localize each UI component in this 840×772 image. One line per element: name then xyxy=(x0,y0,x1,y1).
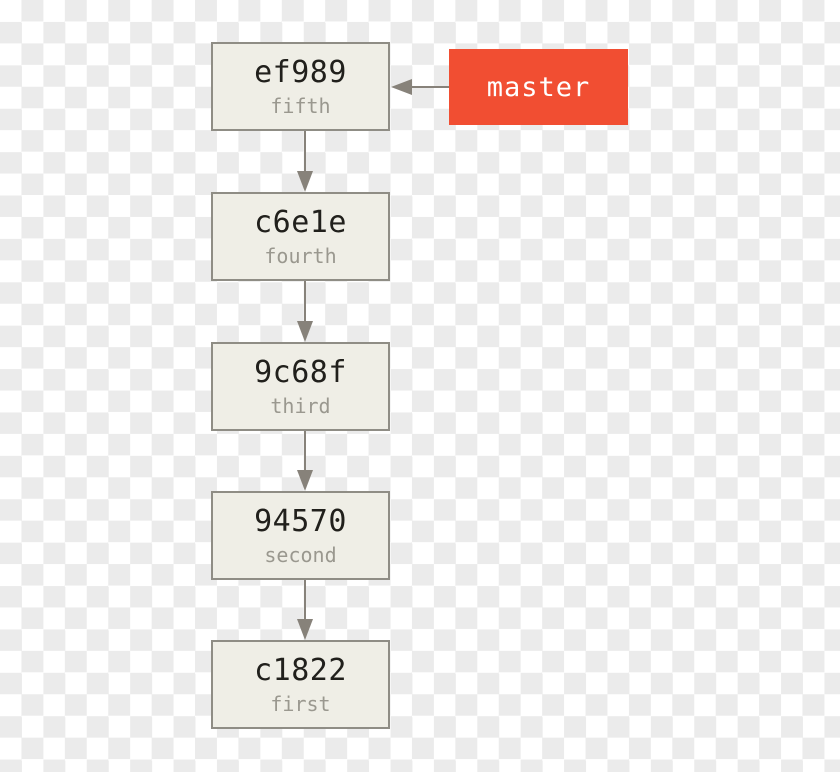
arrow-stem xyxy=(304,580,306,619)
branch-pointer-arrow-master-ef989 xyxy=(391,79,449,95)
arrow-down-icon xyxy=(297,619,313,640)
commit-hash: ef989 xyxy=(254,54,347,90)
commit-message: fourth xyxy=(264,243,337,268)
arrow-stem xyxy=(412,86,449,88)
arrow-left-icon xyxy=(391,79,412,95)
commit-hash: c6e1e xyxy=(254,204,347,240)
commit-hash: 9c68f xyxy=(254,354,347,390)
commit-node-94570: 94570 second xyxy=(211,491,390,580)
arrow-down-icon xyxy=(297,470,313,491)
branch-label-master: master xyxy=(449,49,628,125)
commit-message: third xyxy=(270,393,331,418)
arrow-stem xyxy=(304,431,306,470)
commit-hash: 94570 xyxy=(254,503,347,539)
commit-hash: c1822 xyxy=(254,652,347,688)
commit-message: fifth xyxy=(270,93,331,118)
arrow-stem xyxy=(304,131,306,171)
parent-arrow-ef989-c6e1e xyxy=(297,131,313,192)
arrow-down-icon xyxy=(297,321,313,342)
parent-arrow-94570-c1822 xyxy=(297,580,313,640)
commit-message: second xyxy=(264,542,337,567)
parent-arrow-9c68f-94570 xyxy=(297,431,313,491)
arrow-stem xyxy=(304,281,306,321)
arrow-down-icon xyxy=(297,171,313,192)
commit-message: first xyxy=(270,691,331,716)
commit-node-ef989: ef989 fifth xyxy=(211,42,390,131)
commit-node-c1822: c1822 first xyxy=(211,640,390,729)
parent-arrow-c6e1e-9c68f xyxy=(297,281,313,342)
commit-node-9c68f: 9c68f third xyxy=(211,342,390,431)
commit-node-c6e1e: c6e1e fourth xyxy=(211,192,390,281)
